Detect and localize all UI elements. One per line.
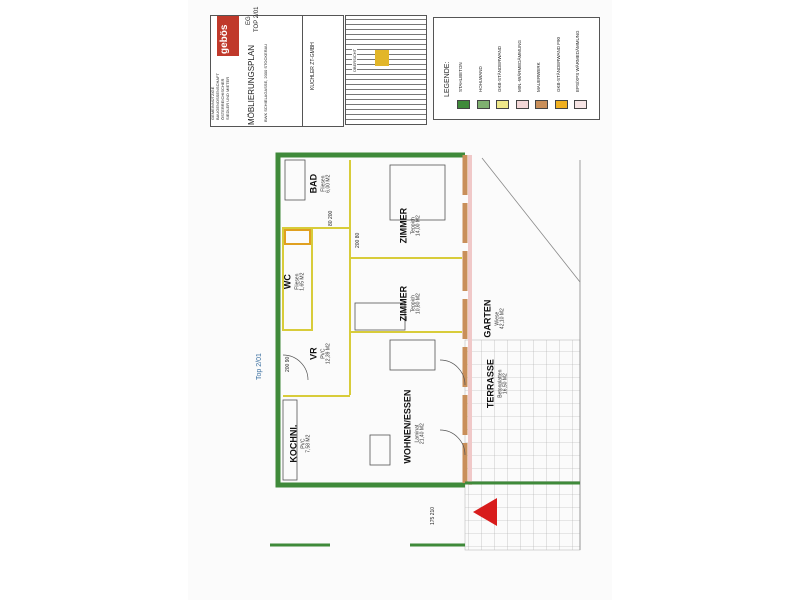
door-swing (282, 354, 309, 381)
room-area: 16,50 M2 (502, 373, 509, 395)
legend-swatch (515, 100, 529, 109)
room-name: WC (282, 274, 293, 290)
room-name: GARTEN (482, 299, 493, 338)
room-area: 14,00 M2 (415, 215, 422, 237)
room-area: 10,80 M2 (415, 293, 422, 315)
room-name: KOCHNI. (288, 424, 299, 463)
room-area: 12,39 M2 (325, 343, 332, 365)
kitchen-counter (282, 399, 298, 481)
room-area: 21,40 M2 (419, 423, 426, 445)
overview-highlight (375, 50, 389, 66)
single-bed (354, 302, 406, 331)
unit-label-plan: Top 2/01 (256, 353, 263, 380)
room-name: VR (308, 347, 319, 360)
outer-wall-concrete (275, 152, 465, 488)
door-label: 200 90 (285, 356, 291, 372)
room-area: 1,65 M2 (299, 272, 306, 291)
legend-swatch (476, 100, 490, 109)
door-swing (439, 359, 466, 386)
room-name: TERRASSE (485, 359, 496, 409)
room-name: WOHNEN/ESSEN (402, 389, 413, 464)
entrance-marker (473, 498, 497, 526)
shaft-f90 (284, 229, 311, 245)
double-bed (389, 164, 446, 221)
door-label: 175 210 (430, 506, 436, 525)
logo (217, 16, 239, 56)
architect-box (302, 15, 344, 127)
legend-swatch (496, 100, 509, 109)
bathtub (284, 159, 306, 201)
wc-walls (282, 227, 313, 331)
door-swing (439, 429, 466, 456)
legend-swatch (574, 100, 587, 109)
room-area: 42,10 M2 (499, 308, 506, 330)
room-name: ZIMMER (398, 285, 409, 322)
sofa (389, 339, 436, 371)
room-name: ZIMMER (398, 207, 409, 244)
legend-swatch (457, 100, 470, 109)
room-name: BAD (308, 173, 319, 194)
legend-swatch (535, 100, 548, 109)
dining-table (369, 434, 391, 466)
room-area: 7,58 M2 (305, 434, 312, 453)
legend-swatch (554, 100, 568, 109)
garden-boundary (481, 157, 581, 283)
room-area: 6,00 M2 (325, 174, 332, 193)
door-label: 80 200 (328, 210, 334, 226)
door-label: 200 80 (355, 232, 361, 248)
overview-map (345, 15, 427, 125)
